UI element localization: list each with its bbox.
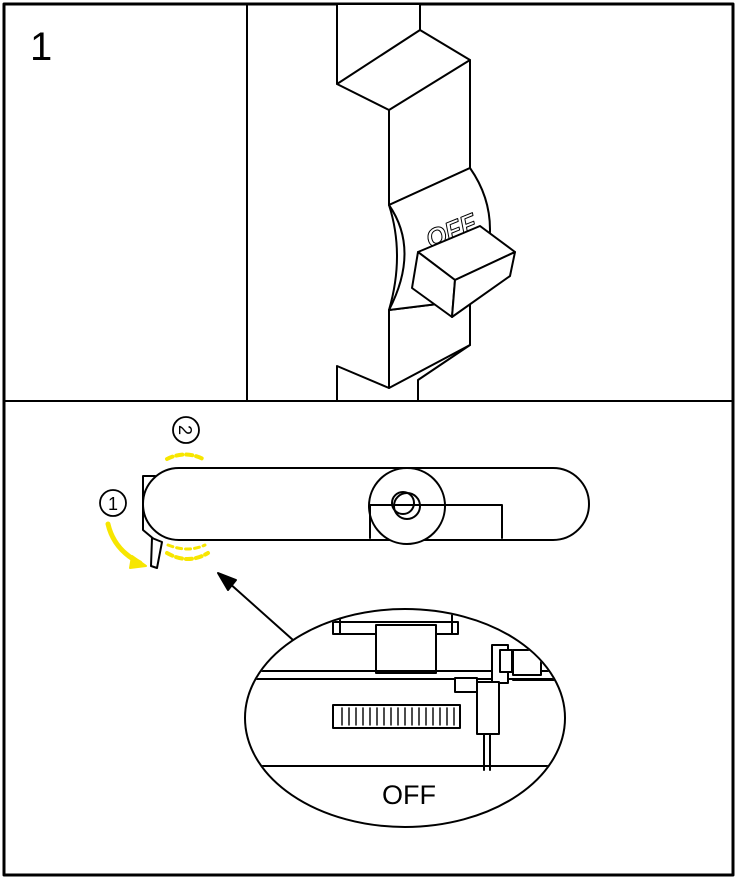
handle-bar	[142, 467, 590, 541]
release-tab	[150, 537, 163, 569]
toggle-lever	[411, 225, 516, 318]
rotation-arrow-2-top	[165, 452, 205, 461]
handle-illustration	[142, 467, 590, 569]
callout-1: 1	[99, 489, 127, 517]
leader-arrow	[217, 572, 294, 641]
callout-1-label: 1	[108, 494, 118, 514]
rotation-indicators	[105, 452, 210, 569]
rotation-arrow-2-bottom	[165, 551, 210, 561]
detail-view: OFF	[244, 608, 566, 828]
breaker-illustration: OFF	[246, 3, 516, 402]
position-indicator-slot	[332, 704, 461, 729]
detail-off-label: OFF	[382, 780, 436, 810]
step-number: 1	[30, 25, 52, 69]
callout-2-label: 2	[175, 425, 195, 435]
callout-2: 2	[172, 416, 200, 444]
